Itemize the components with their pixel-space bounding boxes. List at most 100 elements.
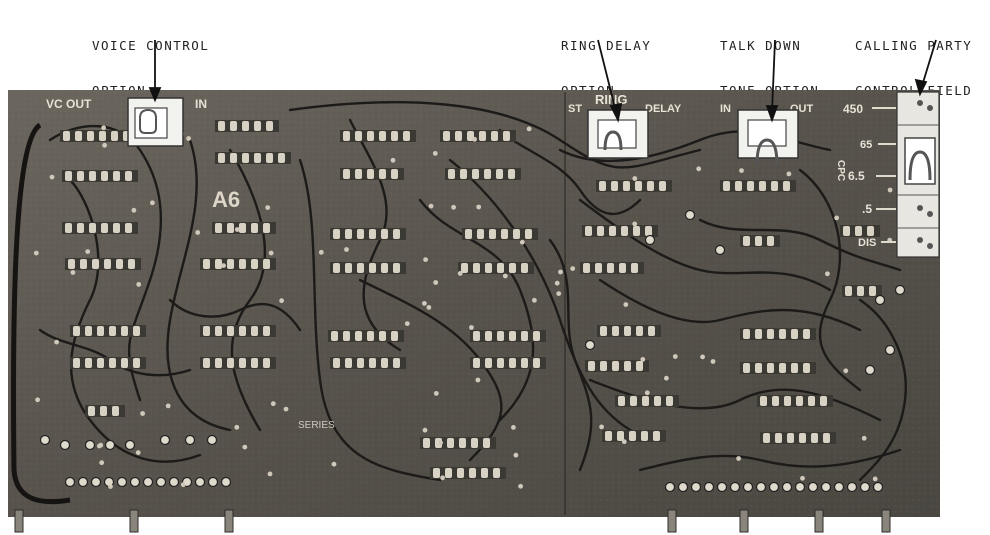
via bbox=[872, 476, 878, 482]
chip-pin bbox=[381, 229, 388, 239]
circuit-trace bbox=[166, 138, 232, 432]
chip-pin bbox=[479, 131, 486, 141]
solder-pad bbox=[104, 439, 116, 451]
chip-pin bbox=[343, 131, 350, 141]
in-right-label: IN bbox=[720, 103, 731, 115]
via bbox=[423, 257, 428, 262]
via bbox=[440, 475, 445, 481]
chip-pin bbox=[823, 433, 830, 443]
via bbox=[102, 142, 107, 148]
ring-delay-jumper[interactable] bbox=[587, 109, 649, 159]
via bbox=[570, 266, 576, 271]
chip-pin bbox=[585, 226, 592, 236]
chip-pin bbox=[607, 263, 614, 273]
via bbox=[433, 391, 439, 396]
chip-pin bbox=[227, 259, 234, 269]
chip-pin bbox=[125, 171, 132, 181]
via bbox=[180, 482, 186, 488]
chip-pin bbox=[472, 169, 479, 179]
via bbox=[186, 136, 192, 141]
chip-pin bbox=[215, 223, 222, 233]
via bbox=[131, 207, 137, 213]
cpc-leads bbox=[872, 107, 896, 243]
chip-pin bbox=[133, 326, 140, 336]
chip-pin bbox=[239, 259, 246, 269]
chip-pin bbox=[597, 226, 604, 236]
chip-pin bbox=[345, 229, 352, 239]
via bbox=[621, 439, 627, 445]
via bbox=[664, 375, 669, 381]
chip-pin bbox=[251, 358, 258, 368]
chip-pin bbox=[767, 329, 774, 339]
chip-pin bbox=[85, 358, 92, 368]
chip-pin bbox=[630, 396, 637, 406]
chip-pin bbox=[775, 433, 782, 443]
solder-pad bbox=[729, 481, 741, 493]
solder-pad bbox=[664, 481, 676, 493]
chip-pin bbox=[772, 396, 779, 406]
voice-control-jumper[interactable] bbox=[127, 97, 184, 147]
talk-down-tone-jumper[interactable] bbox=[737, 109, 799, 166]
via bbox=[99, 460, 105, 466]
chip-pin bbox=[343, 169, 350, 179]
via bbox=[825, 271, 830, 277]
chip-pin bbox=[100, 406, 107, 416]
chip-pin bbox=[642, 396, 649, 406]
solder-pad bbox=[84, 439, 96, 451]
chip-pin bbox=[796, 396, 803, 406]
chip-pin bbox=[484, 169, 491, 179]
chip-pin bbox=[357, 229, 364, 239]
chip-pin bbox=[496, 169, 503, 179]
chip-pin bbox=[381, 358, 388, 368]
chip-pin bbox=[521, 263, 528, 273]
chip-pin bbox=[89, 223, 96, 233]
calling-party-control-field[interactable] bbox=[896, 91, 940, 258]
chip-pin bbox=[743, 363, 750, 373]
chip-pin bbox=[113, 171, 120, 181]
via bbox=[739, 168, 744, 174]
circuit-trace bbox=[228, 148, 267, 432]
via bbox=[526, 126, 532, 132]
chip-pin bbox=[489, 229, 496, 239]
chip-pin bbox=[653, 431, 660, 441]
chip-pin bbox=[791, 363, 798, 373]
chip-pin bbox=[799, 433, 806, 443]
solder-pad bbox=[768, 481, 780, 493]
solder-pad bbox=[77, 476, 89, 488]
chip-pin bbox=[497, 331, 504, 341]
chip-pin bbox=[485, 331, 492, 341]
chip-pin bbox=[648, 326, 655, 336]
chip-pin bbox=[227, 223, 234, 233]
chip-pin bbox=[125, 223, 132, 233]
chip-pin bbox=[611, 181, 618, 191]
solder-pad bbox=[872, 481, 884, 493]
series-label: SERIES bbox=[298, 420, 335, 431]
via bbox=[331, 461, 337, 467]
chip-pin bbox=[92, 259, 99, 269]
chip-pin bbox=[509, 263, 516, 273]
solder-pad bbox=[703, 481, 715, 493]
chip-pin bbox=[654, 396, 661, 406]
chip-pin bbox=[485, 263, 492, 273]
chip-pin bbox=[109, 358, 116, 368]
solder-pad bbox=[39, 434, 51, 446]
chip-pin bbox=[605, 431, 612, 441]
circuit-trace bbox=[698, 218, 902, 272]
via bbox=[786, 171, 792, 177]
chip-pin bbox=[659, 181, 666, 191]
chip-pin bbox=[203, 259, 210, 269]
via bbox=[390, 157, 396, 163]
via bbox=[672, 354, 678, 359]
solder-pad bbox=[859, 481, 871, 493]
chip-pin bbox=[493, 468, 500, 478]
chip-pin bbox=[77, 171, 84, 181]
via bbox=[140, 411, 146, 416]
chip-pin bbox=[481, 468, 488, 478]
circuit-traces bbox=[38, 101, 907, 482]
via bbox=[469, 325, 474, 330]
solder-pad bbox=[716, 481, 728, 493]
solder-pad bbox=[820, 481, 832, 493]
via bbox=[457, 271, 463, 276]
chip-pin bbox=[445, 468, 452, 478]
edge-connector-tabs bbox=[14, 509, 891, 533]
